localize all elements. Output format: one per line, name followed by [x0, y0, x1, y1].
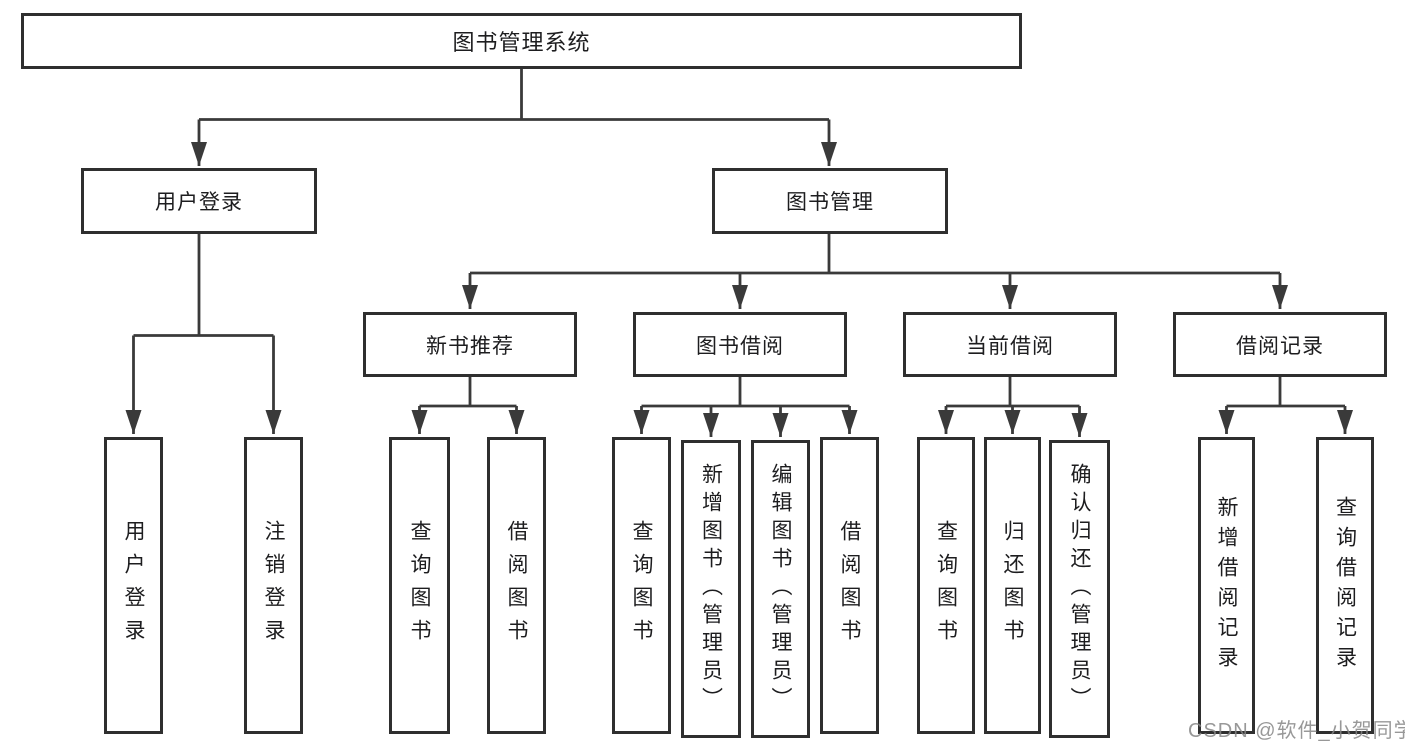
leaf-confirm-return-admin: 确认归还（管理员） [1049, 440, 1110, 738]
node-book-management-label: 图书管理 [786, 191, 874, 214]
leaf-user-login-label: 用户登录 [122, 519, 145, 652]
leaf-add-borrow-record-label: 新增借阅记录 [1215, 495, 1238, 676]
leaf-user-login: 用户登录 [104, 437, 163, 734]
leaf-logout: 注销登录 [244, 437, 303, 734]
leaf-add-book-admin-label: 新增图书（管理员） [699, 463, 723, 715]
node-new-book-recommend: 新书推荐 [363, 312, 577, 377]
leaf-query-book-recommend: 查询图书 [389, 437, 450, 734]
leaf-borrow-book-recommend: 借阅图书 [487, 437, 546, 734]
node-root: 图书管理系统 [21, 13, 1022, 69]
node-current-borrow-label: 当前借阅 [966, 334, 1054, 358]
leaf-borrow-book-borrow-label: 借阅图书 [838, 519, 861, 652]
leaf-edit-book-admin: 编辑图书（管理员） [751, 440, 810, 738]
node-borrow-record: 借阅记录 [1173, 312, 1387, 377]
leaf-query-book-borrow-label: 查询图书 [630, 519, 653, 652]
leaf-add-book-admin: 新增图书（管理员） [681, 440, 741, 738]
leaf-query-book-current-label: 查询图书 [934, 519, 958, 652]
node-borrow-record-label: 借阅记录 [1236, 334, 1324, 358]
leaf-edit-book-admin-label: 编辑图书（管理员） [769, 463, 792, 715]
node-user-login: 用户登录 [81, 168, 317, 234]
leaf-return-book: 归还图书 [984, 437, 1041, 734]
leaf-borrow-book-borrow: 借阅图书 [820, 437, 879, 734]
leaf-return-book-label: 归还图书 [1001, 519, 1024, 652]
leaf-query-book-borrow: 查询图书 [612, 437, 671, 734]
leaf-confirm-return-admin-label: 确认归还（管理员） [1068, 463, 1091, 715]
leaf-borrow-book-recommend-label: 借阅图书 [505, 519, 528, 652]
leaf-query-borrow-record-label: 查询借阅记录 [1333, 495, 1357, 676]
node-current-borrow: 当前借阅 [903, 312, 1117, 377]
leaf-query-borrow-record: 查询借阅记录 [1316, 437, 1374, 734]
leaf-query-book-current: 查询图书 [917, 437, 975, 734]
node-root-label: 图书管理系统 [452, 30, 591, 55]
node-user-login-label: 用户登录 [155, 191, 243, 214]
leaf-query-book-recommend-label: 查询图书 [408, 519, 431, 652]
leaf-add-borrow-record: 新增借阅记录 [1198, 437, 1255, 734]
node-new-book-recommend-label: 新书推荐 [426, 334, 514, 358]
node-book-borrow-label: 图书借阅 [696, 334, 784, 358]
node-book-management: 图书管理 [712, 168, 948, 234]
node-book-borrow: 图书借阅 [633, 312, 847, 377]
leaf-logout-label: 注销登录 [262, 519, 285, 652]
csdn-watermark: CSDN @软件_小贺同学 [1188, 720, 1405, 742]
